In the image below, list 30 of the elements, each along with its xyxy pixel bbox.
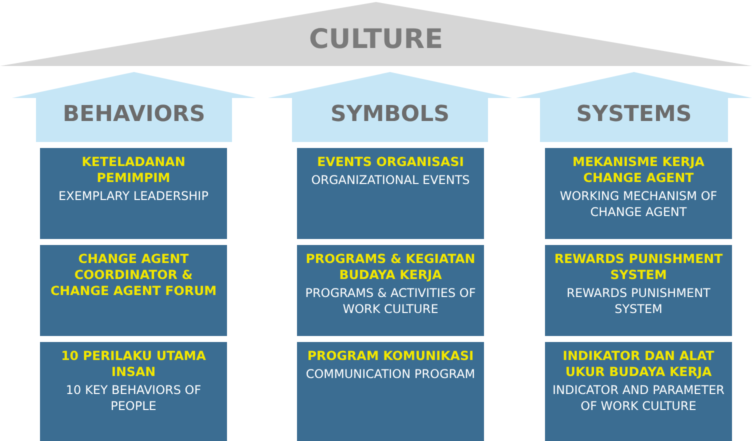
pillar-box [297,342,484,441]
pillar-box [545,245,732,336]
box-heading: 10 PERILAKU UTAMA INSAN [60,348,207,380]
box-heading: CHANGE AGENT COORDINATOR & CHANGE AGENT FORUM [49,251,218,299]
box-heading: KETELADANAN PEMIMPIM [80,154,186,186]
pillar-box [40,342,227,441]
pillar-title: SYSTEMS [575,102,693,127]
box-text: ORGANIZATIONAL EVENTS [311,172,470,188]
box-heading: MEKANISME KERJA CHANGE AGENT [572,154,706,186]
pillar-title: SYMBOLS [329,102,450,127]
box-heading: INDIKATOR DAN ALAT UKUR BUDAYA KERJA [562,348,716,380]
box-heading: PROGRAM KOMUNIKASI [307,348,474,364]
pillar-box [40,148,227,239]
box-heading: PROGRAMS & KEGIATAN BUDAYA KERJA [304,251,476,283]
pillar-box [297,245,484,336]
box-text: INDICATOR AND PARAMETER OF WORK CULTURE [551,382,726,414]
box-heading: REWARDS PUNISHMENT SYSTEM [553,251,724,283]
box-text: REWARDS PUNISHMENT SYSTEM [566,285,712,317]
pillar-box [297,148,484,239]
box-text: COMMUNICATION PROGRAM [306,366,476,382]
pillar-box [545,148,732,239]
pillar-box [40,245,227,336]
box-text: WORKING MECHANISM OF CHANGE AGENT [558,188,718,220]
box-text: 10 KEY BEHAVIORS OF PEOPLE [64,382,202,414]
box-text: EXEMPLARY LEADERSHIP [58,188,208,204]
box-text: PROGRAMS & ACTIVITIES OF WORK CULTURE [304,285,477,317]
pillar-title: BEHAVIORS [62,102,206,127]
pillar-box [545,342,732,441]
box-heading: EVENTS ORGANISASI [317,154,464,170]
roof-title: CULTURE [308,24,444,55]
